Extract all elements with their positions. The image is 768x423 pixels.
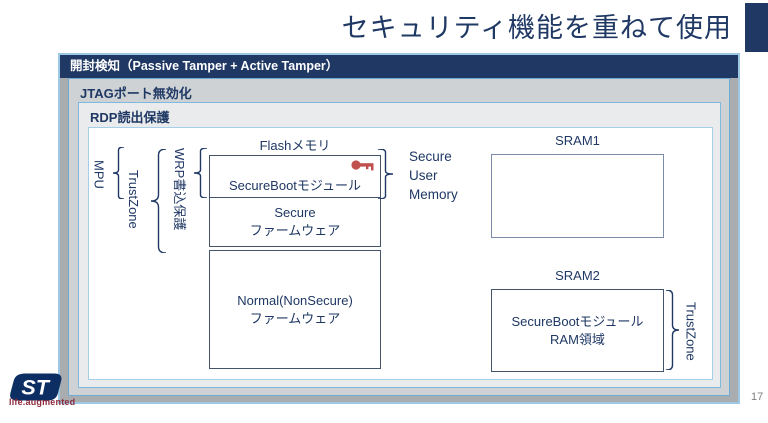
mpu-brace <box>113 147 124 199</box>
key-icon <box>351 160 374 171</box>
trustzone-right-brace <box>666 290 679 370</box>
page-title: セキュリティ機能を重ねて使用 <box>341 13 732 43</box>
st-tagline: life.augmented <box>9 397 76 407</box>
wrp-brace <box>194 148 207 198</box>
sram1-box <box>491 154 664 238</box>
secure-firmware-cell: Secure ファームウェア <box>249 205 341 238</box>
page-number: 17 <box>751 391 764 403</box>
rdp-protection-label: RDP読出保護 <box>90 110 170 125</box>
memory-diagram-area: MPU TrustZone WRP書込保護 Flashメモリ SecureBoo… <box>88 127 713 380</box>
sram2-title: SRAM2 <box>555 268 600 283</box>
secure-user-memory-label: Secure User Memory <box>409 149 458 202</box>
trustzone-right-label: TrustZone <box>683 301 699 361</box>
mpu-label: MPU <box>91 159 107 189</box>
tamper-detection-label: 開封検知（Passive Tamper + Active Tamper） <box>60 55 738 78</box>
sram1-title: SRAM1 <box>555 133 600 148</box>
trustzone-left-label: TrustZone <box>126 170 141 229</box>
secure-boot-module-cell: SecureBootモジュール <box>210 156 380 198</box>
trustzone-left-brace <box>151 149 166 253</box>
normal-firmware-box: Normal(NonSecure) ファームウェア <box>209 250 381 369</box>
title-accent-square <box>745 3 768 52</box>
svg-text:ST: ST <box>21 375 50 400</box>
flash-memory-box: SecureBootモジュール Secure ファームウェア <box>209 155 381 247</box>
wrp-label: WRP書込保護 <box>172 148 187 231</box>
sram2-box: SecureBootモジュール RAM領域 <box>491 289 664 372</box>
jtag-disable-label: JTAGポート無効化 <box>80 86 192 101</box>
secure-boot-module-label: SecureBootモジュール <box>228 178 362 193</box>
secure-user-memory-brace <box>378 149 393 199</box>
st-logo: ST <box>10 373 62 401</box>
flash-memory-title: Flashメモリ <box>259 138 331 153</box>
